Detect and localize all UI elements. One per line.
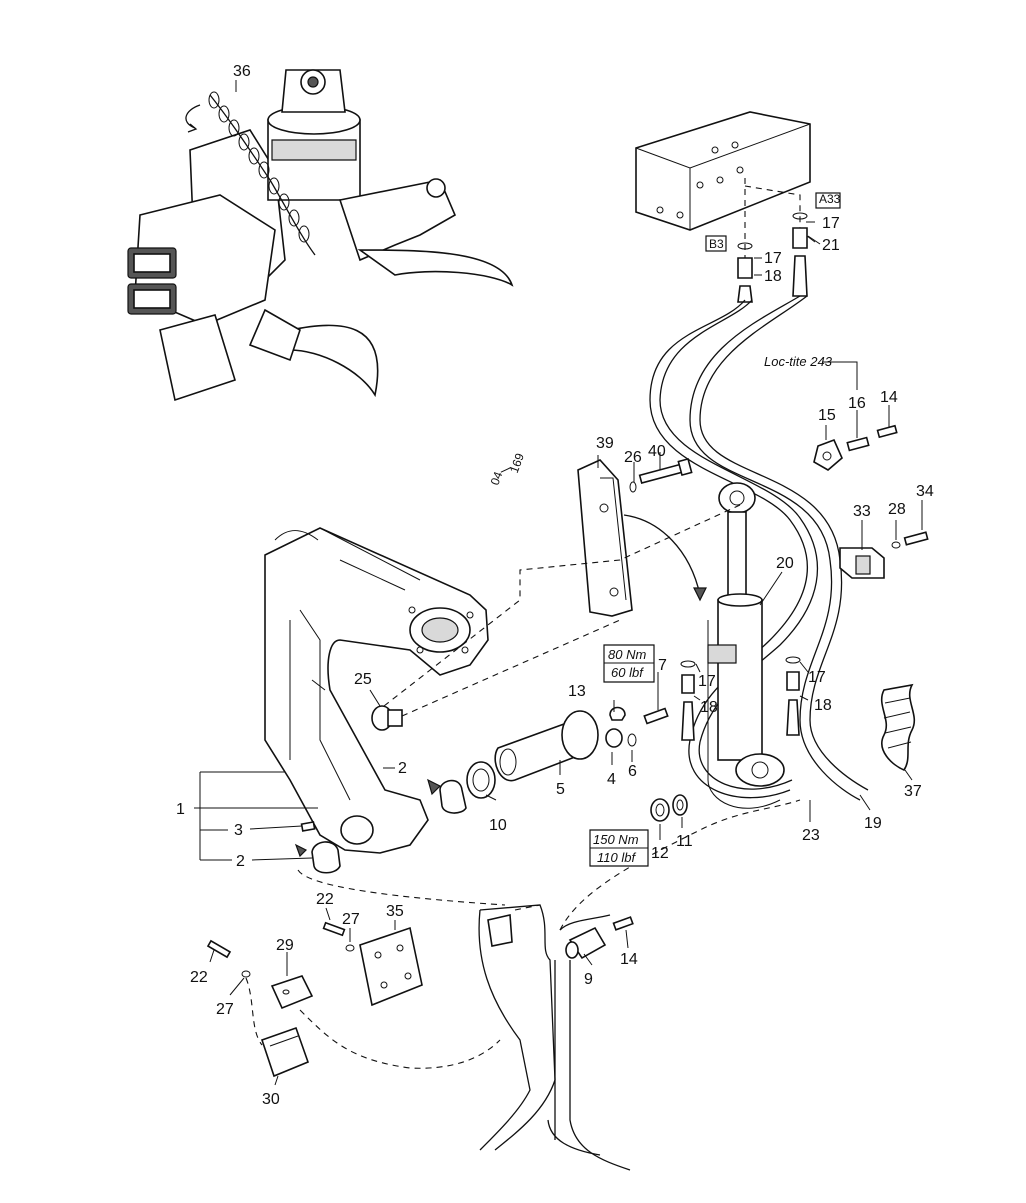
callout-6: 6 [628, 763, 637, 780]
callout-37: 37 [904, 783, 922, 800]
callout-21: 21 [822, 237, 840, 254]
label-b3: B3 [709, 237, 724, 251]
callout-14-lower: 14 [620, 951, 638, 968]
grapple-rotator-illustration [127, 69, 514, 402]
hydraulic-cylinder [707, 482, 785, 809]
pad-29 [270, 975, 314, 1010]
port-b3-box [705, 235, 727, 252]
bracket-39 [577, 459, 633, 617]
callout-1: 1 [176, 801, 185, 818]
label-loctite: Loc-tite 243 [764, 354, 833, 369]
pivot-9-14 [565, 916, 634, 960]
callout-2-lower: 2 [236, 853, 245, 870]
callout-17-b: 17 [764, 250, 782, 267]
callout-7: 7 [658, 657, 667, 674]
chain-links [208, 91, 310, 243]
valve-block [635, 111, 811, 258]
leader-lines [194, 80, 923, 1086]
callout-18-c: 18 [814, 697, 832, 714]
label-a33: A33 [819, 192, 841, 206]
callout-15: 15 [818, 407, 836, 424]
callout-14-upper: 14 [880, 389, 898, 406]
pad-30 [260, 1026, 310, 1078]
callout-27-lower: 27 [216, 1001, 234, 1018]
callout-12: 12 [651, 845, 669, 862]
callout-29: 29 [276, 937, 294, 954]
callout-5: 5 [556, 781, 565, 798]
callout-2-upper: 2 [398, 760, 407, 777]
callout-33: 33 [853, 503, 871, 520]
ref-top: 04 [488, 469, 506, 487]
lower-bushing [294, 821, 341, 874]
nut-washer-12-11 [650, 794, 688, 822]
cylinder-fittings [680, 656, 801, 741]
port-a33-box [815, 192, 841, 209]
callout-20: 20 [776, 555, 794, 572]
callout-35: 35 [386, 903, 404, 920]
hydraulic-hoses [649, 295, 869, 801]
callout-40: 40 [648, 443, 666, 460]
callout-27-upper: 27 [342, 911, 360, 928]
callout-9: 9 [584, 971, 593, 988]
torque-80nm: 80 Nm [608, 647, 646, 662]
callout-23: 23 [802, 827, 820, 844]
hose-fittings-top [737, 212, 808, 303]
pivot-15-16-14 [813, 424, 898, 471]
boom-arm-1 [264, 527, 489, 854]
callout-numbers: 36 39 26 40 15 16 14 33 28 34 20 17 21 1… [176, 63, 934, 1108]
pin-25 [371, 619, 621, 731]
callout-13: 13 [568, 683, 586, 700]
lower-frame [478, 904, 631, 1171]
drawing-reference: 04 169 [488, 451, 527, 487]
callout-3: 3 [234, 822, 243, 839]
torque-150nm: 150 Nm [593, 832, 639, 847]
callout-18-b: 18 [700, 699, 718, 716]
callout-4: 4 [607, 771, 616, 788]
callout-25: 25 [354, 671, 372, 688]
callout-22-upper: 22 [316, 891, 334, 908]
callout-19: 19 [864, 815, 882, 832]
callout-36: 36 [233, 63, 251, 80]
callout-18-a: 18 [764, 268, 782, 285]
callout-16: 16 [848, 395, 866, 412]
torque-110lbf: 110 lbf [597, 850, 636, 865]
callout-34: 34 [916, 483, 934, 500]
callout-30: 30 [262, 1091, 280, 1108]
callout-39: 39 [596, 435, 614, 452]
ref-bottom: 169 [507, 451, 527, 475]
spiral-hose-guard-37 [880, 683, 916, 771]
bolt-22-27-upper [322, 921, 355, 952]
callout-11: 11 [676, 833, 693, 850]
callout-17-d: 17 [808, 669, 826, 686]
bushing-shaft-assembly [427, 706, 669, 814]
callout-17-c: 17 [698, 673, 716, 690]
callout-10: 10 [489, 817, 507, 834]
callout-17-a: 17 [822, 215, 840, 232]
callout-28: 28 [888, 501, 906, 518]
callout-26: 26 [624, 449, 642, 466]
torque-60lbf: 60 lbf [611, 665, 644, 680]
callout-22-lower: 22 [190, 969, 208, 986]
clamp-33 [839, 531, 929, 579]
plate-35 [359, 926, 423, 1007]
bolt-22-27-lower [206, 939, 251, 978]
